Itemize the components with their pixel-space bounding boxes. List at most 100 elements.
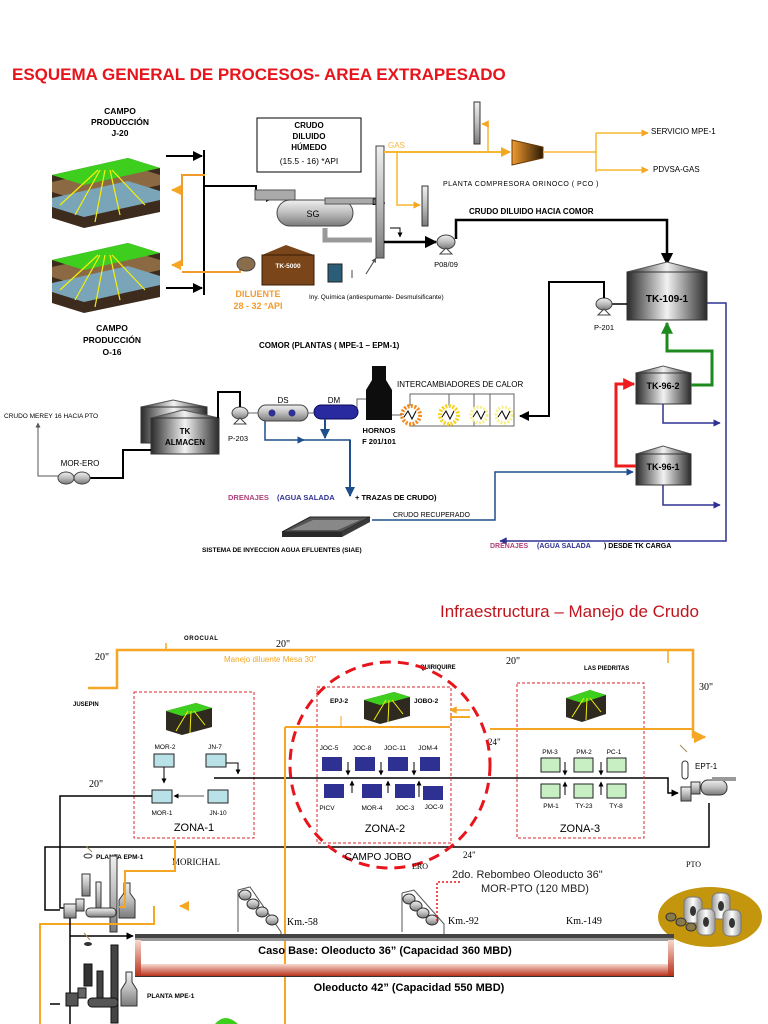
km92-label: Km.-92 (448, 916, 479, 927)
heat-exchanger-1-icon (400, 404, 422, 426)
mor-ero-label: MOR-ERO (61, 459, 100, 468)
oil-field-icon-zona3 (566, 690, 606, 722)
drain-collector (300, 439, 351, 447)
planta-mpe1-label: PLANTA MPE-1 (147, 993, 195, 1000)
drenajes-label-2: DRENAJES (490, 543, 528, 550)
well-label-pm3: PM-3 (542, 749, 558, 756)
diluent-to-epm1 (119, 840, 176, 908)
ept1-flare-flame (679, 744, 688, 753)
ds-desalter-vessel (257, 404, 309, 422)
dm-vessel (313, 404, 359, 420)
well-pm2 (573, 757, 594, 773)
sg-label: SG (306, 209, 319, 219)
las-piedritas-label: LAS PIEDRITAS (584, 666, 629, 672)
crudo-merey-label: CRUDO MEREY 16 HACIA PTO (4, 413, 98, 420)
well-pm3 (540, 757, 561, 773)
pump-p203-icon (231, 406, 249, 425)
field-j20-line3: J-20 (111, 128, 128, 138)
crudo-diluido-box (256, 117, 362, 173)
intercambiadores-label: INTERCAMBIADORES DE CALOR (397, 380, 523, 389)
diluent-to-mpe1 (39, 906, 155, 1024)
pump-p203-label: P-203 (228, 434, 248, 443)
mpe1-flare-icon (84, 942, 92, 946)
flare-stack-2 (421, 185, 429, 227)
zona1-boundary (133, 691, 255, 839)
tank-tk962 (635, 365, 692, 405)
oil-field-icon-zona1 (166, 703, 212, 735)
well-label-mor2: MOR-2 (155, 744, 176, 751)
well-pc1 (606, 757, 627, 773)
drain-tk961 (662, 485, 721, 509)
pump-station-km92-icon (401, 889, 445, 934)
pipe-size-20-right: 20" (506, 656, 520, 667)
well-label-joc5: JOC-5 (320, 745, 339, 752)
almacen-to-mor-ero (90, 449, 151, 479)
crudo-box-line2: DILUIDO (293, 132, 326, 141)
pump-p201-label: P-201 (594, 323, 614, 332)
tk-almacen-label-1: TK (180, 427, 191, 436)
campo-jobo-boundary (288, 660, 492, 870)
oleoducto-36-highlight (135, 938, 674, 941)
ept1-flare-icon (681, 760, 689, 780)
crudo-hacia-comor-label: CRUDO DILUIDO HACIA COMOR (469, 207, 594, 216)
zona2-diluent-line (285, 716, 470, 728)
pto-label: PTO (686, 860, 701, 869)
well-jn7 (205, 753, 227, 768)
mpe1-flare-flame (83, 932, 91, 941)
well-label-ty23: TY-23 (575, 803, 592, 810)
pipe-size-24-upper: 24" (488, 737, 501, 747)
zona2-well-labels-top: JOC-5 JOC-8 JOC-11 JOM-4 (320, 745, 439, 752)
km149-label: Km.-149 (566, 916, 602, 927)
chemical-injection-line (365, 257, 377, 275)
ept1-return-line (44, 803, 710, 911)
field-o16-line1: CAMPO (96, 323, 128, 333)
orocual-label: OROCUAL (184, 636, 219, 642)
gas-label: GAS (388, 141, 405, 150)
ero-label: ERO (412, 862, 428, 871)
planta-epm1-label: PLANTA EPM-1 (96, 854, 144, 861)
well-jn10 (207, 789, 229, 804)
epm1-flare-flame (85, 845, 93, 853)
diluent-main-pipeline (88, 648, 707, 744)
tank-tk961 (635, 445, 692, 486)
oleoducto-42-label: Oleoducto 42” (Capacidad 550 MBD) (314, 982, 505, 994)
planta-compresora-label: PLANTA COMPRESORA ORINOCO ( PCO ) (443, 181, 599, 188)
oleoducto-left-cap (135, 940, 141, 976)
oleoducto-bottom-edge (135, 976, 674, 977)
drain-tk962 (662, 404, 721, 427)
sg-inlet-pipe (254, 189, 296, 201)
rebombeo-label-1: 2do. Rebombeo Oleoducto 36" (452, 869, 603, 881)
crude-trunk-line (214, 777, 679, 797)
field-o16-line3: O-16 (103, 347, 122, 357)
field-j20-label: CAMPO PRODUCCIÓN J-20 (91, 106, 149, 138)
well-label-pm1: PM-1 (543, 803, 559, 810)
pto-storage-tanks-icon (665, 892, 742, 937)
pdvsa-gas-label: PDVSA-GAS (653, 165, 700, 174)
planta-mpe1-icon (65, 944, 138, 1024)
drain-line-from-tk-carga (499, 302, 727, 545)
well-joc3 (395, 784, 415, 798)
crudo-recuperado-line (372, 468, 634, 521)
pump-p201-icon (595, 297, 613, 316)
well-label-joc9: JOC-9 (425, 804, 444, 811)
well-label-picv: PICV (319, 805, 335, 812)
oil-field-icon-j20 (52, 158, 160, 228)
well-joc8 (355, 757, 375, 771)
diluent-line-o16 (171, 174, 205, 270)
compressor-pco-icon (511, 139, 544, 166)
diluent-supply-line (182, 263, 241, 273)
well-label-pc1: PC-1 (607, 749, 622, 756)
ds-drain-line (264, 421, 305, 444)
drenajes-label-1: DRENAJES (228, 493, 269, 502)
well-joc11 (388, 757, 408, 771)
tank-tk1091 (626, 261, 708, 321)
pipe-size-20-orocual: 20" (276, 639, 290, 650)
zona2-boundary (316, 686, 452, 844)
jn7-to-trunk (226, 762, 241, 775)
quiriquire-label: QUIRIQUIRE (420, 665, 456, 671)
oleoducto-36-top (135, 934, 674, 938)
dm-label: DM (328, 396, 341, 405)
well-label-jom4: JOM-4 (418, 745, 438, 752)
epm1-flare-icon (83, 853, 93, 859)
well-label-joc11: JOC-11 (384, 745, 406, 752)
